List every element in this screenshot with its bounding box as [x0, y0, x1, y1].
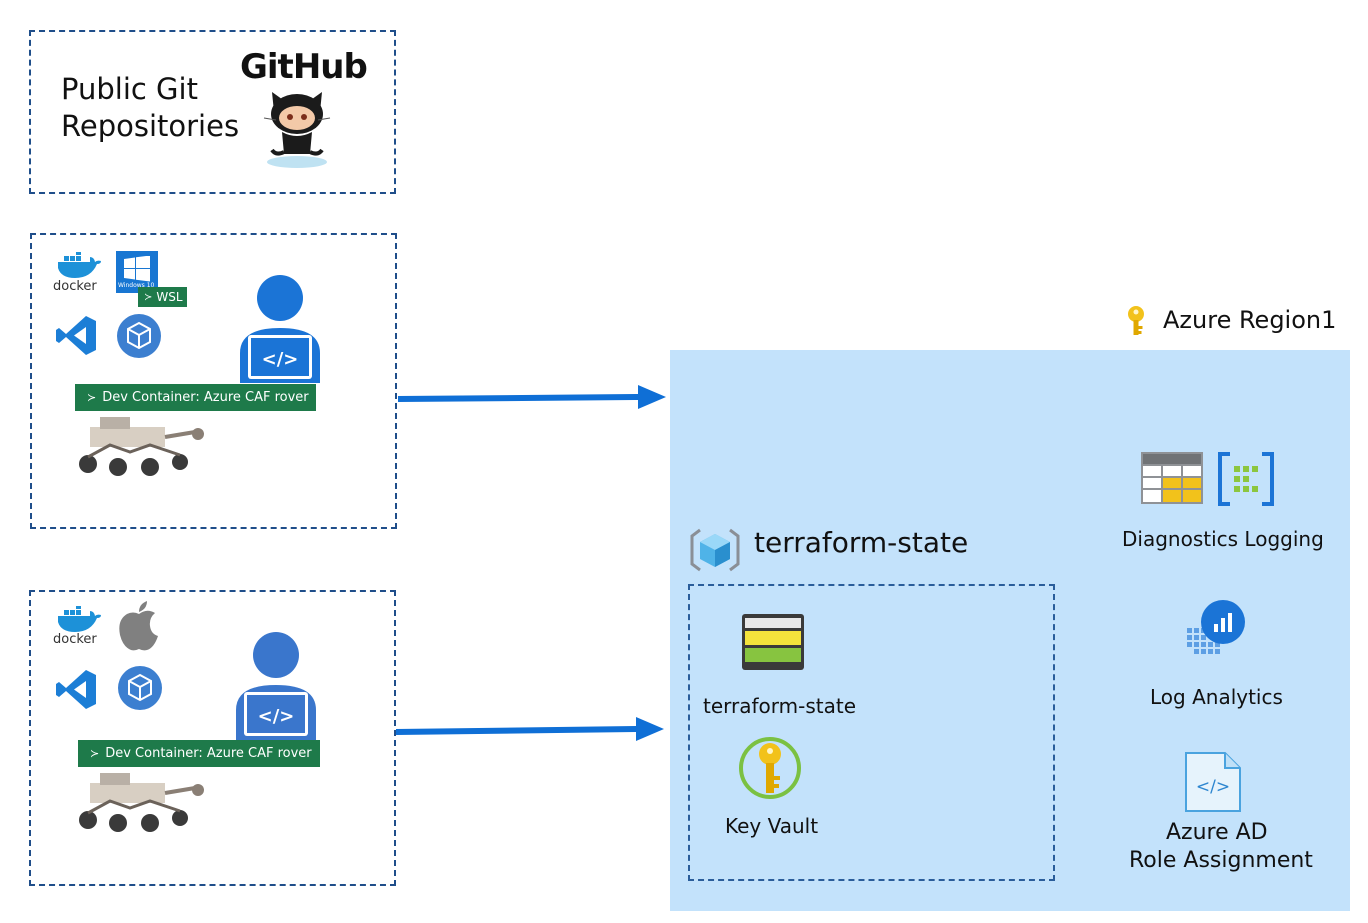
remote-icon: ≻ [87, 391, 97, 404]
svg-text:</>: </> [1196, 777, 1230, 797]
docker-label: docker [53, 279, 97, 294]
key-icon [1128, 306, 1144, 335]
vscode-icon [56, 316, 96, 355]
diagnostics-monitor-icon [1218, 452, 1274, 506]
role-assignment-icon: </> [1185, 752, 1241, 812]
github-title-line2: Repositories [61, 109, 240, 143]
devcontainer-label: Dev Container: Azure CAF rover [105, 746, 312, 761]
octocat-icon [263, 92, 331, 168]
devcontainer-label: Dev Container: Azure CAF rover [102, 390, 309, 405]
log-analytics-icon [1187, 600, 1245, 654]
resource-group-label: terraform-state [754, 526, 969, 559]
resource-group-icon [690, 528, 740, 572]
key-vault-label: Key Vault [725, 814, 819, 838]
docker-icon [58, 606, 101, 632]
arrow-connector-1 [398, 385, 666, 409]
developer-icon: </> [236, 632, 316, 740]
region-label: Azure Region1 [1163, 306, 1337, 334]
diagnostics-logging-label: Diagnostics Logging [1122, 527, 1324, 551]
rover-image [79, 417, 204, 476]
devcontainer-bar-2: ≻ Dev Container: Azure CAF rover [78, 740, 320, 767]
container-cube-icon [118, 666, 162, 710]
windows-icon [124, 256, 150, 282]
developer-icon: </> [240, 275, 320, 383]
github-logo-text: GitHub [240, 47, 368, 87]
container-cube-icon [117, 314, 161, 358]
svg-text:</>: </> [262, 349, 299, 370]
apple-icon [119, 601, 158, 651]
wsl-label: WSL [156, 290, 183, 304]
key-vault-icon [739, 737, 801, 799]
rover-image [79, 773, 204, 832]
role-assignment-label-line1: Azure AD [1166, 820, 1268, 845]
vscode-icon [56, 670, 96, 709]
github-box [29, 30, 396, 194]
dev-environment-box-2 [29, 590, 396, 886]
remote-icon: ≻ [144, 291, 153, 303]
wsl-badge: ≻WSL [138, 287, 187, 307]
arrow-connector-2 [396, 717, 664, 741]
diagnostics-table-icon [1141, 452, 1203, 504]
svg-text:</>: </> [258, 706, 295, 727]
github-title-line1: Public Git [61, 72, 198, 106]
docker-label: docker [53, 632, 97, 647]
windows-label: Windows 10 [118, 282, 155, 289]
devcontainer-bar-1: ≻ Dev Container: Azure CAF rover [75, 384, 316, 411]
remote-icon: ≻ [90, 747, 100, 760]
docker-icon [58, 252, 101, 278]
storage-account-label: terraform-state [703, 694, 857, 718]
log-analytics-label: Log Analytics [1150, 685, 1283, 709]
role-assignment-label-line2: Role Assignment [1129, 848, 1313, 873]
storage-account-icon [742, 614, 804, 670]
dev-environment-box-1 [30, 233, 397, 529]
resource-group-box [688, 584, 1055, 881]
